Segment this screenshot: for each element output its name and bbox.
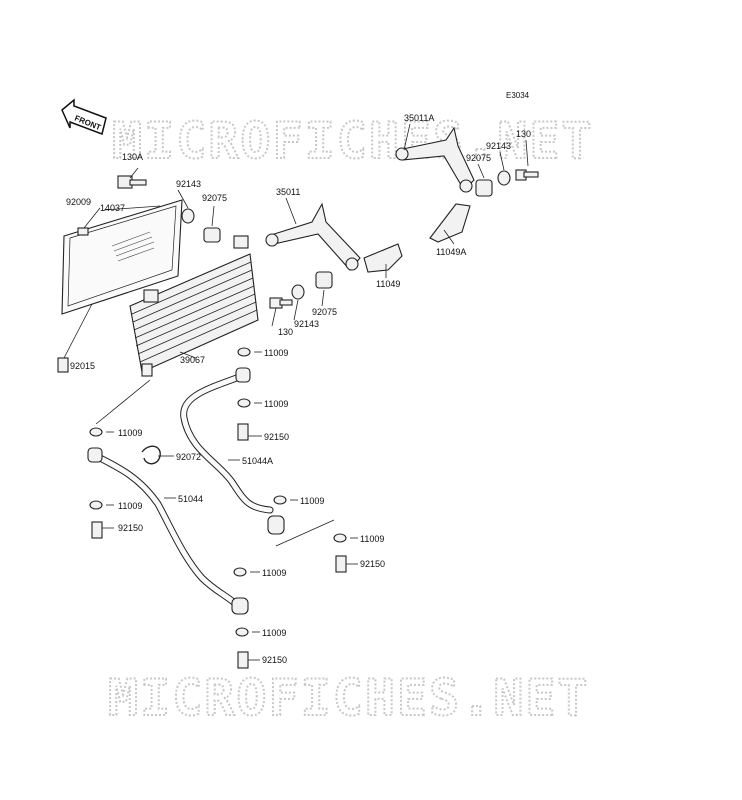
bracket-35011A [395, 126, 475, 193]
bracket-35011 [265, 202, 361, 271]
bolt-92150-icons [91, 423, 347, 669]
bracket-11049 [363, 243, 403, 273]
clip-92015-icon [57, 357, 69, 373]
label-92072: 92072 [176, 452, 201, 462]
label-92015: 92015 [70, 361, 95, 371]
grommet-92075-right-icon [475, 179, 493, 197]
label-92150-a: 92150 [264, 432, 289, 442]
collar-92143-mid-icon [291, 284, 305, 300]
label-11009-b: 11009 [264, 399, 288, 409]
label-92143-top-right: 92143 [486, 141, 511, 151]
label-92075-mid: 92075 [312, 307, 337, 317]
label-130A: 130A [122, 152, 143, 162]
label-14037: 14037 [100, 203, 125, 213]
leader-lines [83, 123, 529, 661]
grommet-92075-left-icon [203, 227, 221, 243]
label-11009-h: 11009 [262, 628, 286, 638]
label-92150-d: 92150 [262, 655, 287, 665]
front-arrow-icon: FRONT [61, 98, 107, 135]
label-51044A: 51044A [242, 456, 273, 466]
watermark-top: MICROFICHES.NET [112, 112, 594, 170]
label-11049: 11049 [376, 279, 400, 289]
label-92143-left: 92143 [176, 179, 201, 189]
bracket-11049A [429, 203, 471, 243]
label-92150-b: 92150 [118, 523, 143, 533]
watermark-bottom: MICROFICHES.NET [108, 669, 590, 727]
grommet-92075-mid-icon [315, 271, 333, 289]
collar-92143-right-icon [497, 170, 511, 186]
hose-51044A [180, 367, 285, 535]
label-51044: 51044 [178, 494, 203, 504]
label-39067: 39067 [180, 355, 205, 365]
label-92143-mid: 92143 [294, 319, 319, 329]
bolt-130A-icon [117, 175, 147, 189]
label-130-top-right: 130 [516, 129, 531, 139]
oil-cooler-39067 [129, 235, 259, 377]
label-11009-c: 11009 [118, 428, 142, 438]
label-92075-left: 92075 [202, 193, 227, 203]
label-11009-f: 11009 [360, 534, 384, 544]
label-11009-g: 11009 [262, 568, 286, 578]
label-92009: 92009 [66, 197, 91, 207]
label-92075-top-right: 92075 [466, 153, 491, 163]
gasket-14037 [61, 199, 183, 315]
hose-51044 [87, 447, 249, 615]
bolt-130-mid-icon [269, 297, 293, 309]
diagram-code: E3034 [506, 91, 530, 100]
label-11009-d: 11009 [300, 496, 324, 506]
label-11009-e: 11009 [118, 501, 142, 511]
label-11049A: 11049A [436, 247, 466, 257]
collar-92143-left-icon [181, 208, 195, 224]
label-35011A: 35011A [404, 113, 434, 123]
label-35011: 35011 [276, 187, 300, 197]
label-11009-a: 11009 [264, 348, 288, 358]
label-92150-c: 92150 [360, 559, 385, 569]
clip-92009-icon [77, 227, 89, 236]
clamp-92072-icon [141, 445, 161, 465]
bolt-130-right-icon [515, 169, 539, 181]
washer-11009-icons [89, 347, 347, 637]
label-130-mid: 130 [278, 327, 293, 337]
